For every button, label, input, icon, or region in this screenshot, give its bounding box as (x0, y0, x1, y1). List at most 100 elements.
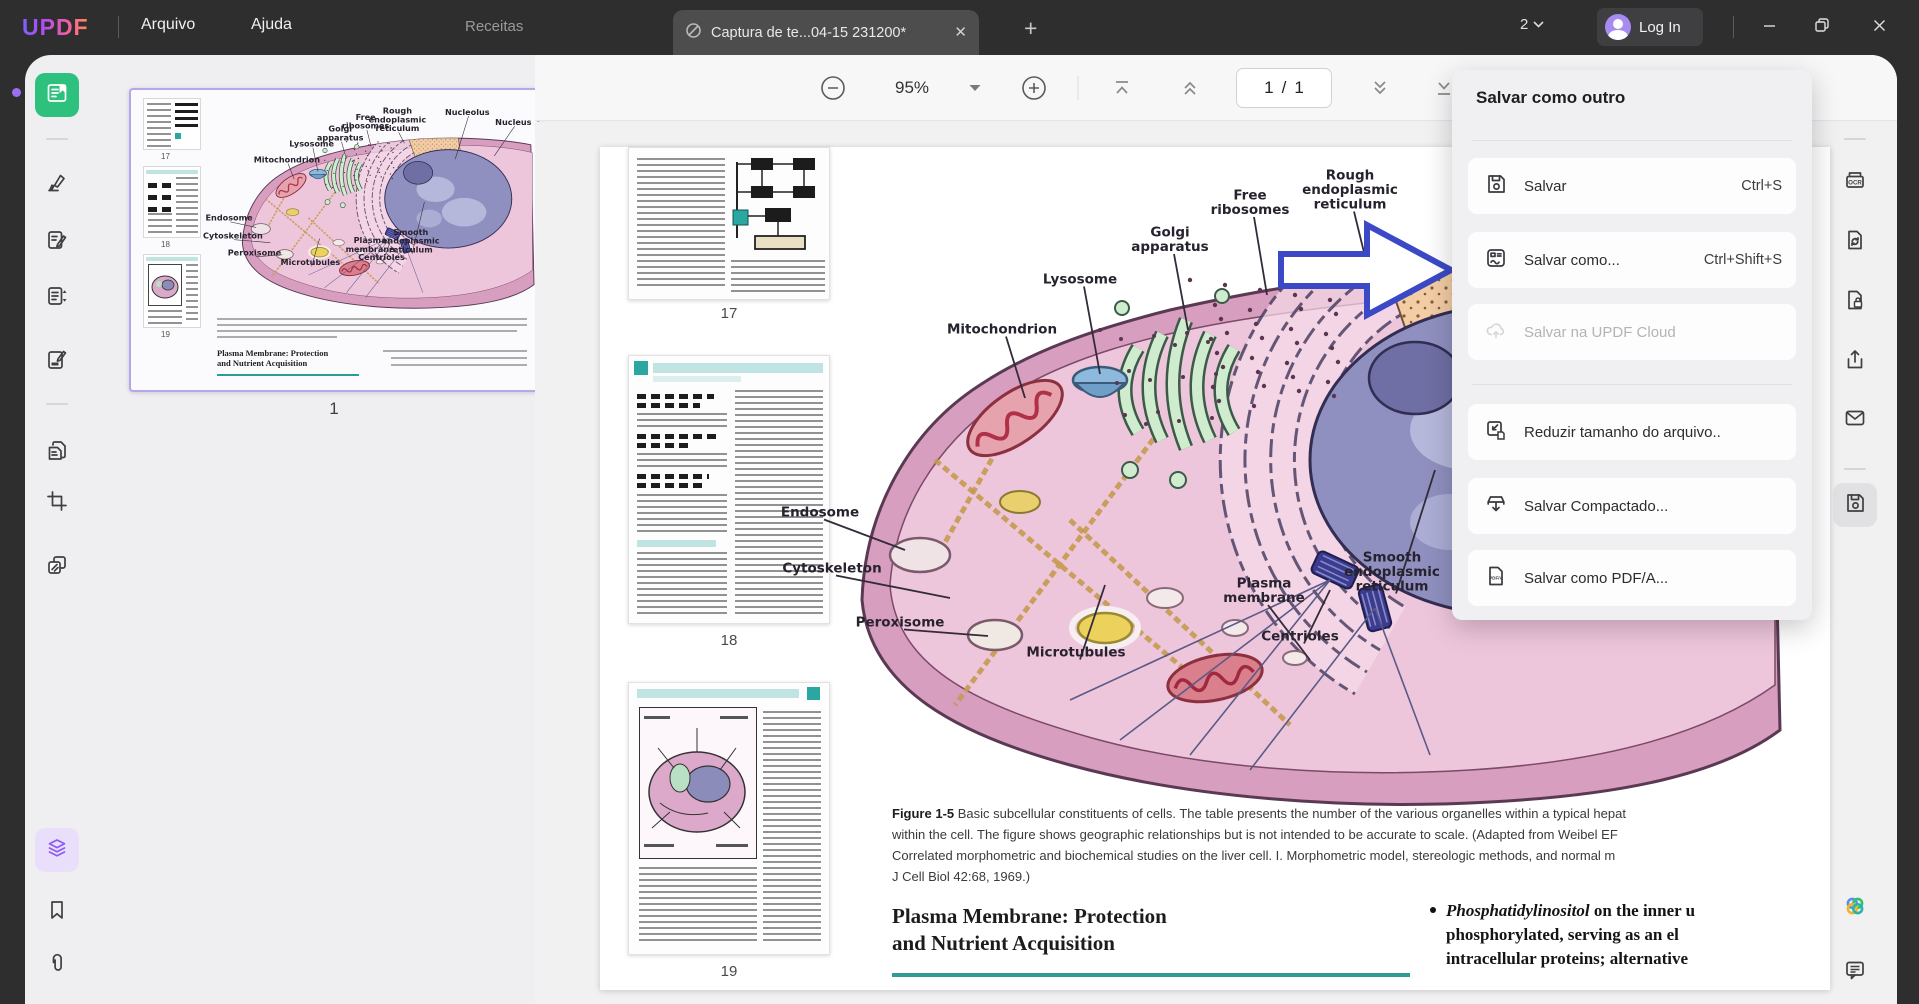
menu-title: Salvar como outro (1476, 88, 1626, 107)
sidebar-item-highlight-tool[interactable] (35, 161, 79, 205)
scroll-to-top-button[interactable] (1112, 78, 1132, 98)
menu-item-label: Salvar como PDF/A... (1524, 569, 1669, 587)
sidebar-item-convert[interactable] (1833, 220, 1877, 264)
zoom-in-button[interactable] (1021, 75, 1047, 101)
floppy-icon (1484, 172, 1508, 201)
menu-item-salvar[interactable]: Salvar Ctrl+S (1468, 158, 1796, 214)
sidebar-item-watermark-tool[interactable] (35, 545, 79, 589)
convert-icon (1843, 228, 1867, 257)
sidebar-item-ai-assistant[interactable] (1833, 886, 1877, 930)
paperclip-icon (45, 951, 69, 980)
previous-page-button[interactable] (1180, 78, 1200, 98)
svg-text:OCR: OCR (1848, 179, 1862, 186)
zoom-level: 95% (894, 78, 930, 97)
divider (1472, 384, 1792, 385)
save-as-other-menu: Salvar como outro Salvar Ctrl+S Salvar c… (1452, 70, 1812, 620)
divider (118, 16, 119, 38)
svg-text:Lysosome: Lysosome (1043, 272, 1117, 288)
app-content: 17 18 19 (25, 55, 1897, 1004)
pdfa-icon: PDF/A (1484, 564, 1508, 593)
menu-arquivo[interactable]: Arquivo (141, 16, 196, 33)
sidebar-item-extract-pages[interactable] (35, 431, 79, 475)
svg-text:PDF/A: PDF/A (1489, 575, 1503, 580)
sidebar-item-reader-view[interactable] (35, 73, 79, 117)
sidebar-item-comment-tool[interactable] (35, 220, 79, 264)
sidebar-item-ocr[interactable]: OCR (1833, 160, 1877, 204)
sidebar-item-edit-page[interactable] (35, 340, 79, 384)
close-button[interactable] (1868, 14, 1890, 36)
reduce-size-icon (1484, 418, 1508, 447)
sidebar-item-save[interactable] (1833, 483, 1877, 527)
menu-item-label: Salvar como... (1524, 251, 1620, 269)
menu-item-salvar-compactado[interactable]: Salvar Compactado... (1468, 478, 1796, 534)
mail-icon (1843, 406, 1867, 435)
arrow-annotation[interactable] (1278, 218, 1456, 324)
svg-text:Endosome: Endosome (781, 505, 859, 521)
floppy-icon (1843, 491, 1867, 520)
minimize-button[interactable] (1758, 14, 1780, 36)
reader-icon (45, 81, 69, 110)
menu-item-label: Salvar na UPDF Cloud (1524, 323, 1676, 341)
current-page: 1 (1264, 78, 1274, 97)
scroll-to-bottom-button[interactable] (1434, 78, 1454, 98)
zoom-out-button[interactable] (820, 75, 846, 101)
sidebar-item-protect[interactable] (1833, 280, 1877, 324)
sidebar-item-feedback[interactable] (1833, 950, 1877, 994)
svg-text:Microtubules: Microtubules (1026, 645, 1125, 661)
menu-item-reduzir-tamanho-do-arquivo[interactable]: Reduzir tamanho do arquivo.. (1468, 404, 1796, 460)
slash-circle-icon (685, 22, 702, 44)
sidebar-item-layers-tool[interactable] (35, 828, 79, 872)
login-button[interactable]: Log In (1597, 8, 1703, 46)
sidebar-item-mail[interactable] (1833, 398, 1877, 442)
divider (1733, 16, 1734, 38)
menu-item-shortcut: Ctrl+S (1741, 178, 1782, 194)
page-separator: / (1281, 78, 1287, 97)
protect-icon (1843, 288, 1867, 317)
svg-text:Microtubules: Microtubules (281, 257, 341, 267)
page-thumbnail-1[interactable]: 17 18 19 (129, 88, 539, 392)
divider (1077, 76, 1079, 100)
zoom-dropdown-caret[interactable] (969, 84, 981, 92)
page-number-input[interactable]: 1 / 1 (1236, 68, 1332, 108)
document-tab[interactable]: Captura de te...04-15 231200* ✕ (673, 10, 979, 55)
embedded-page-label: 18 (720, 632, 738, 649)
organize-icon (45, 284, 69, 313)
layers-icon (45, 836, 69, 865)
clover-icon (1843, 894, 1867, 923)
tab-title: Captura de te...04-15 231200* (711, 24, 907, 41)
menu-ajuda[interactable]: Ajuda (251, 16, 292, 33)
tab-close-icon[interactable]: ✕ (954, 24, 967, 41)
embedded-page-17 (628, 147, 830, 300)
divider (1844, 468, 1866, 470)
nav-receitas[interactable]: Receitas (465, 18, 524, 35)
highlighter-icon (45, 169, 69, 198)
menu-item-salvar-como-pdf-a[interactable]: PDF/A Salvar como PDF/A... (1468, 550, 1796, 606)
svg-text:Nucleolus: Nucleolus (445, 107, 490, 117)
menu-item-salvar-na-updf-cloud[interactable]: Salvar na UPDF Cloud (1468, 304, 1796, 360)
restore-button[interactable] (1811, 14, 1833, 36)
sidebar-item-share[interactable] (1833, 340, 1877, 384)
watermark-icon (45, 553, 69, 582)
thumb-mini-page (143, 166, 201, 238)
sidebar-item-bookmarks[interactable] (35, 890, 79, 934)
tab-count-dropdown[interactable]: 2 (1520, 16, 1544, 33)
svg-text:Nucleus: Nucleus (495, 117, 531, 127)
sidebar-item-crop-tool[interactable] (35, 481, 79, 525)
divider (46, 138, 68, 140)
next-page-button[interactable] (1370, 78, 1390, 98)
svg-text:Centrioles: Centrioles (1261, 629, 1339, 645)
total-pages: 1 (1294, 78, 1304, 97)
new-tab-button[interactable]: + (1024, 15, 1038, 41)
sidebar-item-organize-pages[interactable] (35, 276, 79, 320)
menu-item-salvar-como[interactable]: Salvar como... Ctrl+Shift+S (1468, 232, 1796, 288)
sidebar-item-attachments[interactable] (35, 943, 79, 987)
heading-underline (892, 973, 1410, 977)
